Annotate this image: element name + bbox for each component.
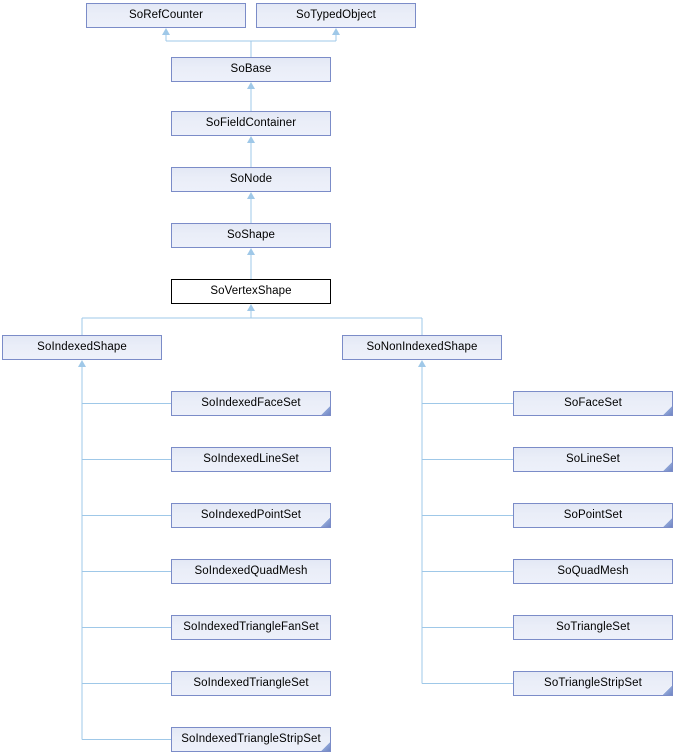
class-node-label: SoRefCounter	[128, 9, 204, 21]
class-node-label: SoQuadMesh	[557, 565, 629, 577]
class-node-SoVertexShape[interactable]: SoVertexShape	[171, 279, 331, 304]
class-node-SoIndexedTriangleStripSet[interactable]: SoIndexedTriangleStripSet	[171, 727, 331, 752]
class-node-label: SoTriangleStripSet	[544, 677, 642, 689]
class-node-SoFieldContainer[interactable]: SoFieldContainer	[171, 111, 331, 136]
class-node-SoNonIndexedShape[interactable]: SoNonIndexedShape	[342, 335, 502, 360]
inheritance-arrowhead-icon	[247, 136, 255, 143]
class-node-label: SoBase	[230, 63, 272, 75]
class-node-SoIndexedTriangleFanSet[interactable]: SoIndexedTriangleFanSet	[171, 615, 331, 640]
class-node-SoIndexedTriangleSet[interactable]: SoIndexedTriangleSet	[171, 671, 331, 696]
inheritance-arrowhead-icon	[418, 360, 426, 367]
class-node-label: SoPointSet	[563, 509, 623, 521]
class-node-label: SoShape	[226, 229, 276, 241]
inheritance-arrowhead-icon	[247, 192, 255, 199]
inheritance-arrowhead-icon	[247, 82, 255, 89]
class-node-SoPointSet[interactable]: SoPointSet	[513, 503, 673, 528]
class-node-SoFaceSet[interactable]: SoFaceSet	[513, 391, 673, 416]
class-node-label: SoIndexedTriangleFanSet	[183, 621, 319, 633]
class-node-SoShape[interactable]: SoShape	[171, 223, 331, 248]
class-node-label: SoFieldContainer	[205, 117, 297, 129]
class-node-label: SoFaceSet	[564, 397, 622, 409]
class-node-SoTypedObject[interactable]: SoTypedObject	[256, 3, 416, 28]
class-node-label: SoTriangleSet	[556, 621, 630, 633]
class-node-SoNode[interactable]: SoNode	[171, 167, 331, 192]
class-node-SoRefCounter[interactable]: SoRefCounter	[86, 3, 246, 28]
class-node-SoIndexedFaceSet[interactable]: SoIndexedFaceSet	[171, 391, 331, 416]
class-node-SoTriangleSet[interactable]: SoTriangleSet	[513, 615, 673, 640]
class-node-label: SoNonIndexedShape	[366, 341, 478, 353]
class-node-SoIndexedShape[interactable]: SoIndexedShape	[2, 335, 162, 360]
class-node-label: SoTypedObject	[296, 9, 376, 21]
class-node-SoBase[interactable]: SoBase	[171, 57, 331, 82]
class-node-label: SoIndexedQuadMesh	[194, 565, 308, 577]
class-node-label: SoIndexedShape	[37, 341, 127, 353]
class-node-label: SoIndexedLineSet	[203, 453, 299, 465]
class-node-SoIndexedQuadMesh[interactable]: SoIndexedQuadMesh	[171, 559, 331, 584]
inheritance-arrowhead-icon	[247, 248, 255, 255]
class-node-label: SoNode	[229, 173, 273, 185]
class-node-label: SoLineSet	[566, 453, 620, 465]
class-node-label: SoIndexedFaceSet	[201, 397, 301, 409]
inheritance-arrowhead-icon	[332, 28, 340, 35]
class-node-SoTriangleStripSet[interactable]: SoTriangleStripSet	[513, 671, 673, 696]
class-node-label: SoIndexedTriangleSet	[193, 677, 309, 689]
class-node-SoQuadMesh[interactable]: SoQuadMesh	[513, 559, 673, 584]
inheritance-arrowhead-icon	[162, 28, 170, 35]
class-node-SoLineSet[interactable]: SoLineSet	[513, 447, 673, 472]
inheritance-arrowhead-icon	[78, 360, 86, 367]
class-node-SoIndexedLineSet[interactable]: SoIndexedLineSet	[171, 447, 331, 472]
class-node-label: SoVertexShape	[210, 285, 292, 297]
class-node-SoIndexedPointSet[interactable]: SoIndexedPointSet	[171, 503, 331, 528]
class-node-label: SoIndexedTriangleStripSet	[181, 733, 321, 745]
inheritance-arrowhead-icon	[247, 304, 255, 311]
class-node-label: SoIndexedPointSet	[200, 509, 302, 521]
